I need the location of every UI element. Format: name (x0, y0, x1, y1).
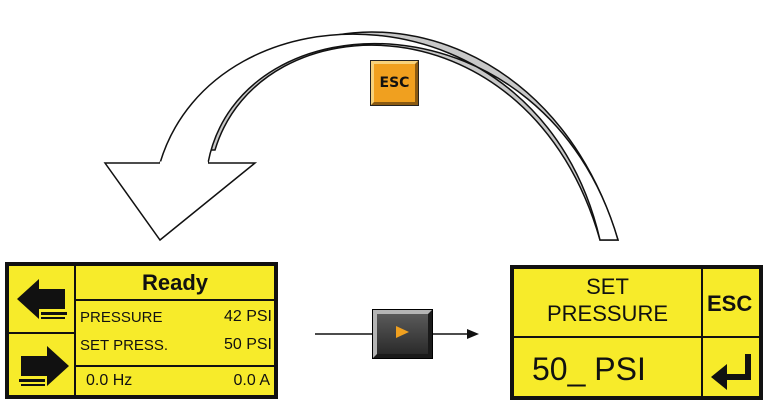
right-arrow-cell[interactable] (7, 332, 76, 397)
enter-cell[interactable] (701, 336, 761, 398)
next-key-button[interactable] (372, 309, 433, 359)
set-pressure-title-cell: SET PRESSURE (512, 267, 703, 338)
play-arrow-icon (396, 326, 409, 338)
right-esc-cell[interactable]: ESC (701, 267, 761, 338)
arrow-right-icon (19, 346, 69, 386)
left-arrow-cell[interactable] (7, 264, 76, 334)
next-connector (315, 329, 479, 339)
entry-value: 50_ PSI (532, 351, 646, 387)
current-value: 0.0 A (233, 372, 270, 389)
entry-value-cell: 50_ PSI (512, 336, 703, 398)
frequency-value: 0.0 Hz (86, 372, 133, 389)
title-line-2: PRESSURE (546, 301, 669, 326)
enter-icon (711, 354, 751, 390)
right-esc-label: ESC (707, 291, 753, 316)
right-lcd-display: SET PRESSURE ESC 50_ PSI (510, 265, 763, 400)
title-line-1: SET (586, 274, 629, 299)
connector-arrowhead (467, 329, 479, 339)
arrow-left-icon (17, 279, 67, 319)
pressure-value: 42 PSI (223, 308, 272, 325)
status-cell: Ready (74, 264, 276, 301)
pressure-label: PRESSURE (80, 309, 163, 326)
drive-readout-cell: 0.0 Hz 0.0 A (74, 365, 276, 397)
set-pressure-label: SET PRESS. (80, 337, 169, 354)
left-lcd-display: Ready PRESSURE 42 PSI SET PRESS. 50 PSI … (5, 262, 278, 399)
curve-arrowhead (103, 162, 258, 242)
esc-key-label: ESC (379, 75, 410, 91)
curve-band (158, 33, 620, 241)
pressure-rows-cell: PRESSURE 42 PSI SET PRESS. 50 PSI (74, 299, 276, 367)
set-pressure-value: 50 PSI (223, 336, 272, 353)
status-text: Ready (141, 270, 209, 295)
esc-key-button[interactable]: ESC (370, 60, 419, 106)
